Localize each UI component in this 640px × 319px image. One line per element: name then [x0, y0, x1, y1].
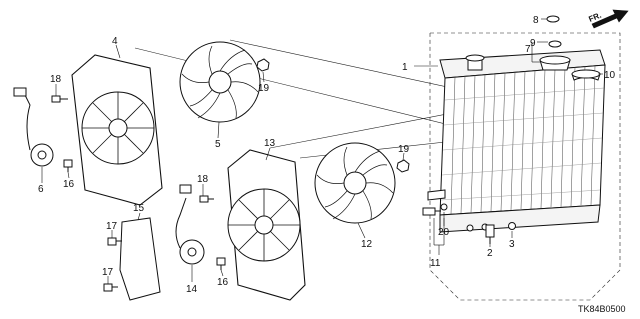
callout-8: 8	[533, 15, 539, 26]
callout-17-lower: 17	[102, 267, 114, 278]
fan-shroud-4	[71, 54, 163, 206]
callout-7: 7	[525, 44, 531, 55]
callout-11: 11	[430, 258, 441, 269]
sensor-11	[422, 207, 441, 216]
diagram-code: TK84B0500	[578, 304, 626, 314]
front-direction-indicator: FR.	[587, 9, 629, 29]
cap-parts	[539, 15, 601, 81]
bolt-18-upper	[51, 95, 68, 103]
callout-4: 4	[112, 36, 118, 47]
callout-2: 2	[487, 248, 493, 259]
callout-16-right: 16	[217, 277, 229, 288]
callout-13: 13	[264, 138, 276, 149]
gasket-20	[440, 203, 448, 211]
cap-seal-9	[548, 40, 562, 48]
fan-motor-6	[13, 87, 54, 167]
bolt-17-upper	[107, 237, 122, 246]
bracket-15	[119, 217, 161, 301]
callout-3: 3	[509, 239, 515, 250]
callout-17-upper: 17	[106, 221, 118, 232]
bolt-16-left	[63, 159, 73, 172]
fan-blade-12	[314, 142, 396, 224]
callout-14: 14	[186, 284, 198, 295]
callout-6: 6	[38, 184, 44, 195]
callout-5: 5	[215, 139, 221, 150]
callout-18-upper: 18	[50, 74, 62, 85]
fan-shroud-13	[227, 149, 306, 301]
callout-19-lower: 19	[398, 144, 410, 155]
callout-1: 1	[402, 62, 408, 73]
bolt-18-lower	[199, 195, 214, 203]
front-arrow-icon	[591, 9, 629, 29]
callout-labels: 1 2 3 4 5 6 7 8 9 10 11 12 13 14 15 16 1…	[38, 15, 616, 295]
nut-19-upper	[256, 58, 270, 72]
callout-9: 9	[530, 38, 536, 49]
callout-19-upper: 19	[258, 83, 270, 94]
fan-motor-14	[175, 184, 205, 265]
cap-seal-8	[546, 15, 560, 23]
front-direction-label: FR.	[587, 11, 602, 24]
callout-16-left: 16	[63, 179, 75, 190]
bolt-17-lower	[103, 283, 118, 292]
callout-12: 12	[361, 239, 373, 250]
callout-18-lower: 18	[197, 174, 209, 185]
fan-blade-5	[179, 41, 261, 123]
callout-20: 20	[438, 227, 450, 238]
nut-19-lower	[396, 159, 410, 173]
bolt-16-right	[216, 257, 226, 270]
callout-10: 10	[604, 70, 616, 81]
o-ring-3	[508, 222, 516, 230]
callout-15: 15	[133, 203, 145, 214]
leader-lines	[41, 18, 603, 284]
